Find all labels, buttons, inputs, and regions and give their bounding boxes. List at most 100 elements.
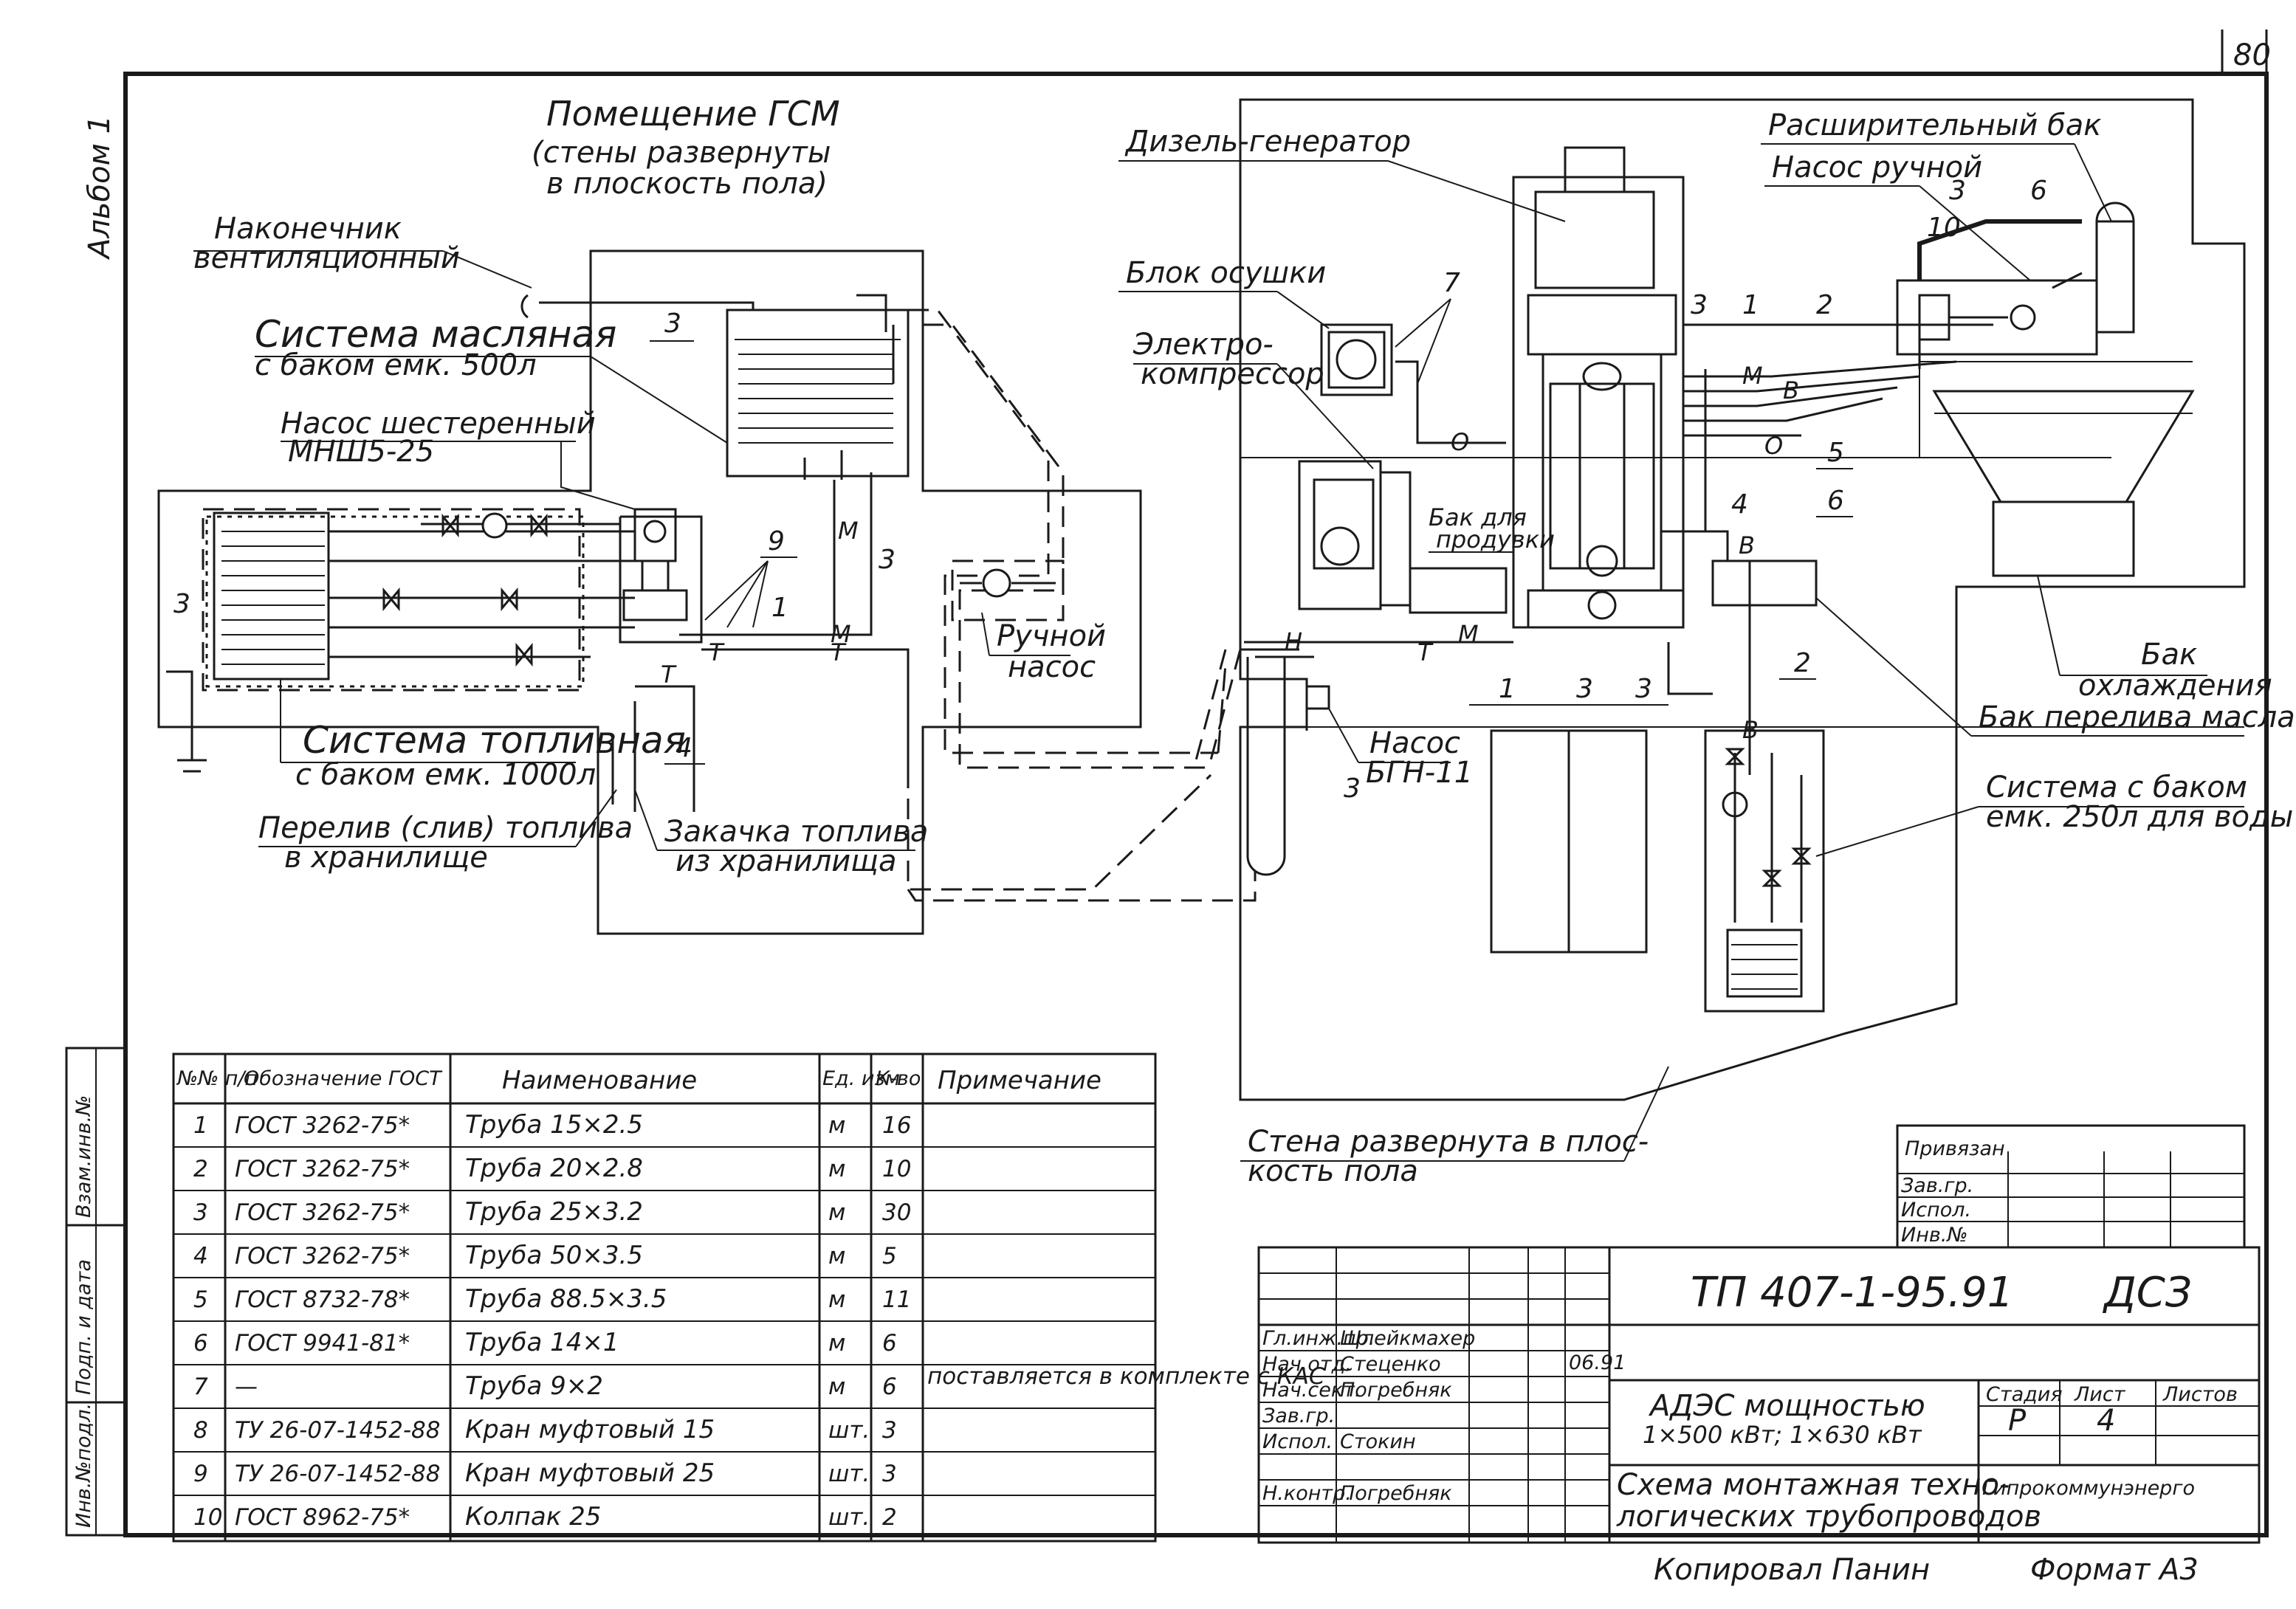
spec-cell-name: Труба 50×3.5	[465, 1241, 643, 1270]
callout-5: 5	[1827, 438, 1844, 468]
gear-pump-label-1: Насос шестеренный	[281, 407, 596, 441]
intake-label-2: из хранилища	[676, 844, 896, 878]
spec-cell-qty: 5	[882, 1243, 897, 1269]
pump-bgn-label-1: Насос	[1369, 726, 1460, 760]
manual-pump	[1896, 279, 2098, 356]
room-subtitle-2: в плоскость пола)	[546, 167, 828, 201]
spec-cell-name: Кран муфтовый 25	[465, 1458, 715, 1488]
oil-tank	[726, 309, 910, 478]
spec-cell-qty: 6	[882, 1330, 897, 1357]
gear-pump-label-2: МНШ5-25	[288, 435, 434, 469]
compressor	[1298, 460, 1412, 610]
callout-3a: 3	[664, 309, 681, 339]
spec-cell-gost: ГОСТ 3262-75*	[235, 1156, 410, 1182]
spec-cell-n: 7	[193, 1374, 208, 1400]
callout-3g: 3	[1635, 674, 1652, 704]
spec-cell-qty: 10	[882, 1156, 911, 1182]
th-qty: К-во	[876, 1067, 921, 1090]
callout-3h: 3	[1344, 774, 1361, 804]
spec-cell-unit: шт.	[828, 1461, 870, 1487]
spec-cell-gost: ГОСТ 3262-75*	[235, 1112, 410, 1139]
diesel-gen-label: Дизель-генератор	[1124, 125, 1411, 159]
pump-bgn-label-2: БГН-11	[1366, 756, 1473, 790]
person-role: Нач.сект.	[1262, 1379, 1361, 1402]
spec-cell-unit: м	[828, 1374, 845, 1400]
side-stamp-replace: Взам.инв.№	[72, 1095, 95, 1218]
spec-cell-name: Труба 88.5×3.5	[465, 1284, 667, 1314]
spec-cell-gost: ТУ 26-07-1452-88	[235, 1417, 440, 1444]
callout-6a: 6	[1827, 486, 1844, 516]
cooling-tank-label-2: охлаждения	[2078, 669, 2272, 703]
overflow-oil-tank	[1711, 559, 1818, 607]
callout-6b: 6	[2030, 176, 2047, 206]
oil-system-label-2: с баком емк. 500л	[255, 348, 537, 382]
diesel-room: 7 3 1 2 5 6 4 2 3 6 10 1 3 3 3 О Т Н М В…	[1118, 98, 2295, 1188]
person-role: Нач.отд.	[1262, 1353, 1352, 1376]
spec-cell-unit: м	[828, 1112, 845, 1139]
spec-cell-name: Труба 15×2.5	[465, 1110, 643, 1140]
date: 06.91	[1569, 1351, 1626, 1374]
spec-cell-qty: 11	[882, 1286, 911, 1313]
spec-cell-n: 3	[193, 1199, 208, 1226]
wall-note-2: кость пола	[1248, 1154, 1418, 1188]
hand-pump-room	[951, 559, 1065, 621]
expansion-tank-label: Расширительный бак	[1768, 108, 2101, 142]
spec-cell-n: 1	[193, 1112, 208, 1139]
water-system-label-2: емк. 250л для воды	[1986, 800, 2293, 834]
sheets-header: Листов	[2162, 1383, 2238, 1406]
spec-cell-name: Кран муфтовый 15	[465, 1415, 715, 1444]
mark-T3: Т	[661, 661, 677, 689]
mark-O1: О	[1451, 428, 1469, 456]
spec-cell-gost: —	[235, 1374, 258, 1400]
callout-2a: 2	[1816, 290, 1833, 320]
spec-cell-unit: шт.	[828, 1417, 870, 1444]
mark-T4: Т	[1417, 638, 1434, 666]
spec-cell-unit: м	[828, 1243, 845, 1269]
stage-header: Стадия	[1986, 1383, 2063, 1406]
stage-value: Р	[2008, 1404, 2027, 1438]
spec-cell-unit: м	[828, 1199, 845, 1226]
gsm-room: Помещение ГСМ (стены развернуты в плоско…	[157, 94, 1257, 935]
spec-cell-n: 10	[193, 1504, 222, 1531]
project-1: АДЭС мощностью	[1648, 1389, 1925, 1423]
mark-M3: М	[1458, 620, 1479, 648]
fuel-tank	[213, 511, 330, 681]
sheet-header: Лист	[2074, 1383, 2126, 1406]
spec-cell-n: 6	[193, 1330, 208, 1357]
spec-cell-qty: 2	[882, 1504, 897, 1531]
th-unit: Ед. изм	[822, 1067, 900, 1090]
dryer-block	[1320, 323, 1393, 396]
mark-B1: В	[1783, 376, 1799, 404]
project-2: 1×500 кВт; 1×630 кВт	[1643, 1421, 1922, 1449]
mark-T2: Т	[831, 638, 847, 666]
callout-3c: 3	[173, 589, 190, 619]
spec-cell-qty: 6	[882, 1374, 897, 1400]
wall-note-1: Стена развернута в плос-	[1248, 1125, 1649, 1159]
spec-cell-qty: 3	[882, 1461, 897, 1487]
th-name: Наименование	[502, 1066, 697, 1095]
spec-cell-gost: ГОСТ 3262-75*	[235, 1243, 410, 1269]
callout-4: 4	[676, 733, 692, 763]
spec-cell-unit: шт.	[828, 1504, 870, 1531]
spec-cell-name: Труба 9×2	[465, 1371, 603, 1401]
mark-B2: В	[1739, 531, 1755, 559]
person-name: Погребняк	[1340, 1379, 1452, 1402]
expansion-tank	[2095, 201, 2135, 334]
fuel-pump-small	[441, 512, 548, 539]
person-role: Гл.инж.пр.	[1262, 1327, 1375, 1350]
person-name: Погребняк	[1340, 1482, 1452, 1505]
spec-cell-n: 8	[193, 1417, 208, 1444]
fuel-system-label-1: Система топливная	[303, 719, 686, 762]
spec-cell-qty: 16	[882, 1112, 911, 1139]
callout-4b: 4	[1731, 489, 1748, 520]
spec-cell-unit: м	[828, 1330, 845, 1357]
room-outline	[157, 249, 1142, 935]
person-role: Испол.	[1262, 1430, 1333, 1453]
doc-code: ТП 407-1-95.91	[1691, 1269, 2013, 1317]
purge-tank	[1409, 567, 1508, 614]
callout-10: 10	[1927, 213, 1961, 243]
org-1: Гипрокоммунэнерго	[1982, 1477, 2195, 1500]
person-name: Стеценко	[1340, 1353, 1441, 1376]
callout-2b: 2	[1794, 648, 1811, 678]
room-subtitle-1: (стены развернуты	[532, 136, 831, 170]
